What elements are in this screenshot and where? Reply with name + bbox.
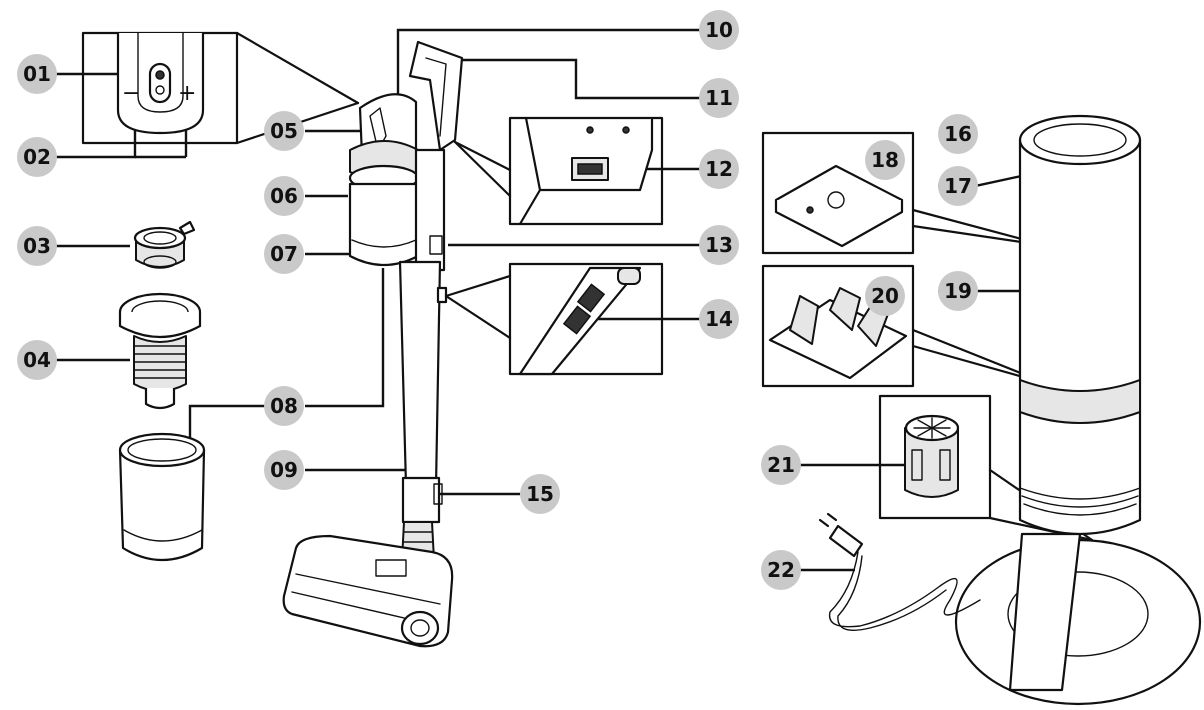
callout-19: 19 — [938, 271, 978, 311]
callout-16: 16 — [938, 114, 978, 154]
svg-text:02: 02 — [23, 145, 51, 169]
part-04-drawing — [118, 292, 202, 410]
part-03-drawing — [133, 220, 196, 269]
callout-18: 18 — [865, 140, 905, 180]
callout-13: 13 — [699, 225, 739, 265]
power-cord-drawing — [818, 512, 981, 631]
svg-text:14: 14 — [705, 307, 733, 331]
callout-14: 14 — [699, 299, 739, 339]
callout-05: 05 — [264, 111, 304, 151]
svg-text:08: 08 — [270, 394, 298, 418]
callout-11: 11 — [699, 78, 739, 118]
callout-10: 10 — [699, 10, 739, 50]
callout-20: 20 — [865, 276, 905, 316]
detail-12-inset — [453, 116, 664, 226]
svg-text:01: 01 — [23, 62, 51, 86]
callout-21: 21 — [761, 445, 801, 485]
svg-text:11: 11 — [705, 86, 733, 110]
callout-03: 03 — [17, 226, 57, 266]
callout-02: 02 — [17, 137, 57, 177]
callouts: 01 02 03 04 05 06 07 08 09 10 11 12 13 1… — [17, 10, 978, 590]
svg-text:13: 13 — [705, 233, 733, 257]
svg-text:19: 19 — [944, 279, 972, 303]
callout-17: 17 — [938, 166, 978, 206]
callout-01: 01 — [17, 54, 57, 94]
svg-text:06: 06 — [270, 184, 298, 208]
svg-text:10: 10 — [705, 18, 733, 42]
callout-06: 06 — [264, 176, 304, 216]
svg-text:04: 04 — [23, 348, 51, 372]
svg-text:17: 17 — [944, 174, 972, 198]
callout-12: 12 — [699, 149, 739, 189]
callout-15: 15 — [520, 474, 560, 514]
svg-text:09: 09 — [270, 458, 298, 482]
plus-icon: + — [178, 81, 196, 106]
svg-text:12: 12 — [705, 157, 733, 181]
callout-08: 08 — [264, 386, 304, 426]
clean-station-drawing — [954, 114, 1202, 706]
svg-text:05: 05 — [270, 119, 298, 143]
leader-08 — [188, 404, 265, 440]
callout-04: 04 — [17, 340, 57, 380]
detail-14-inset — [444, 262, 664, 376]
leader-10 — [396, 28, 700, 96]
callout-09: 09 — [264, 450, 304, 490]
svg-text:03: 03 — [23, 234, 51, 258]
svg-text:22: 22 — [767, 558, 795, 582]
detail-20-inset — [761, 264, 1050, 388]
svg-text:20: 20 — [871, 284, 899, 308]
stick-vacuum-drawing — [282, 40, 464, 648]
callout-07: 07 — [264, 234, 304, 274]
detail-18-inset — [761, 131, 1050, 255]
control-panel-detail: − + — [81, 31, 360, 145]
minus-icon: − — [122, 81, 140, 106]
leader-08b — [305, 268, 385, 408]
leader-lines — [55, 28, 1057, 572]
svg-text:07: 07 — [270, 242, 298, 266]
detail-21-inset — [878, 394, 1094, 542]
leader-11 — [458, 58, 700, 100]
part-08-drawing — [118, 432, 206, 562]
callout-22: 22 — [761, 550, 801, 590]
svg-text:16: 16 — [944, 122, 972, 146]
svg-text:21: 21 — [767, 453, 795, 477]
svg-text:18: 18 — [871, 148, 899, 172]
svg-text:15: 15 — [526, 482, 554, 506]
